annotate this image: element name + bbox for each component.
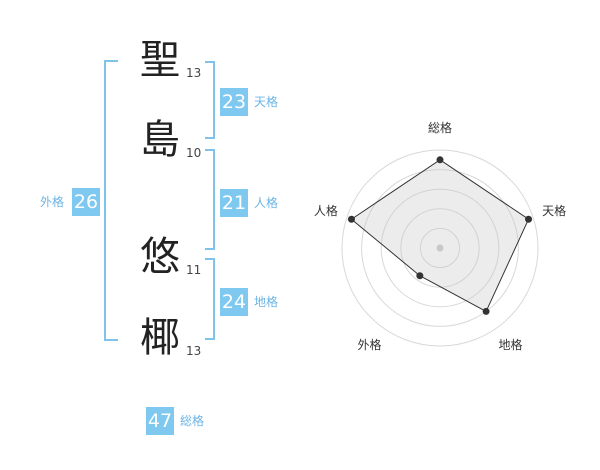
radar-axis-label-1: 総格 (428, 120, 452, 135)
stroke-count-1: 13 (186, 66, 202, 80)
radar-point-1 (436, 156, 444, 164)
stroke-count-2: 10 (186, 146, 202, 160)
jinkaku-label: 人格 (254, 196, 279, 210)
radar-ring (361, 169, 519, 327)
jinkaku-bracket (205, 149, 215, 250)
radar-axis-label-5: 人格 (314, 203, 338, 218)
radar-ring (380, 188, 500, 308)
soukaku-label: 総格 (180, 414, 205, 428)
radar-series-area (350, 159, 530, 313)
jinkaku-badge: 21 (220, 189, 248, 217)
radar-ring (400, 208, 480, 288)
chikaku-bracket (205, 258, 215, 340)
radar-ring (341, 149, 539, 347)
radar-axis-label-4: 外格 (357, 337, 381, 352)
tenkaku-bracket (205, 61, 215, 139)
gaikaku-label: 外格 (40, 195, 65, 209)
chikaku-label: 地格 (254, 295, 279, 309)
radar-axis-label-2: 天格 (542, 203, 566, 218)
name-char-2: 島 (140, 117, 180, 163)
name-char-1: 聖 (140, 37, 180, 83)
name-char-3: 悠 (140, 234, 180, 280)
stroke-count-4: 13 (186, 344, 202, 358)
radar-axis-label-3: 地格 (499, 337, 523, 352)
gaikaku-badge: 26 (72, 188, 100, 216)
radar-point-5 (347, 215, 355, 223)
tenkaku-label: 天格 (254, 95, 279, 109)
soukaku-badge: 47 (146, 407, 174, 435)
name-char-4: 椰 (140, 315, 180, 361)
radar-point-3 (482, 307, 490, 315)
radar-point-4 (416, 272, 424, 280)
radar-center (436, 244, 444, 252)
radar-ring (419, 227, 461, 269)
gaikaku-bracket (104, 60, 118, 341)
tenkaku-badge: 23 (220, 88, 248, 116)
radar-point-2 (525, 215, 533, 223)
stroke-count-3: 11 (186, 263, 202, 277)
chikaku-badge: 24 (220, 288, 248, 316)
